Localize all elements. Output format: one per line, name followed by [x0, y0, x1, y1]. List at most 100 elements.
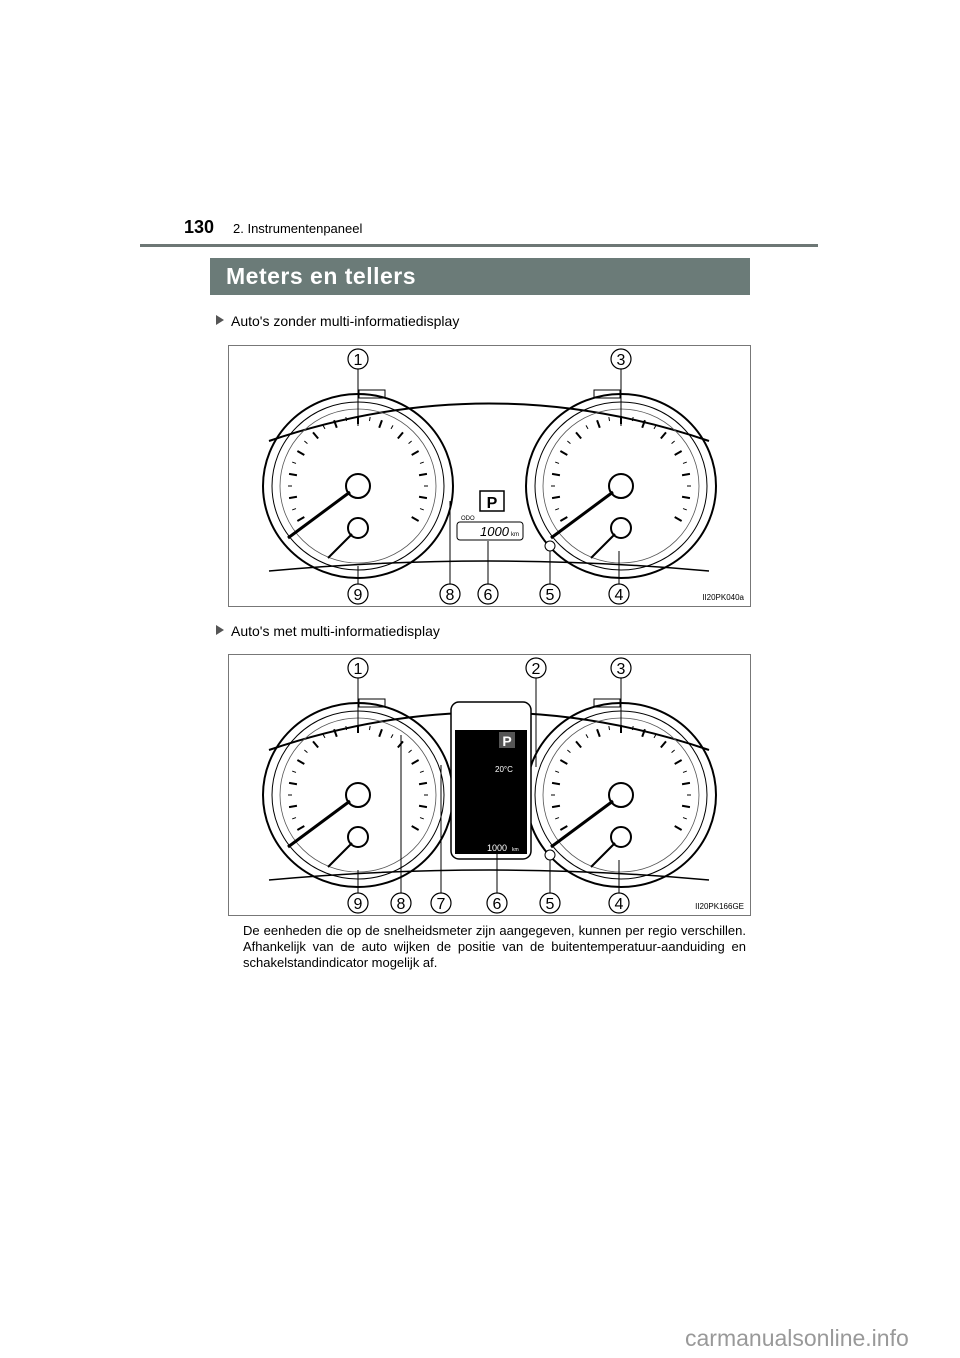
tachometer-tick [559, 759, 568, 765]
speedometer-hub [345, 473, 371, 499]
tachometer-sub-hub [610, 517, 632, 539]
speedometer-tick [345, 416, 348, 422]
tachometer-tick [551, 495, 561, 500]
tachometer-tick [671, 749, 675, 753]
speedometer-tick [292, 508, 297, 511]
speedometer-tick [418, 472, 428, 477]
tachometer-tick [682, 508, 687, 511]
shift-indicator-box [479, 490, 505, 512]
speedometer-tick [419, 508, 424, 511]
tachometer-tick [660, 431, 667, 440]
speedometer-tick [411, 825, 420, 831]
tachometer-needle [550, 799, 614, 849]
speedometer-tick [411, 759, 420, 765]
tachometer-tick [674, 759, 683, 765]
callout-number: 8 [397, 896, 406, 913]
speedometer-sub-needle [327, 533, 353, 559]
tachometer-tick [671, 440, 675, 444]
image-id: II20PK040a [702, 593, 744, 602]
page-title: Meters en tellers [226, 263, 417, 289]
shift-indicator-box [499, 732, 515, 748]
callout-number: 2 [532, 661, 541, 678]
speedometer-tick [345, 725, 348, 731]
callout-circle [610, 348, 632, 370]
tachometer-tick [551, 804, 561, 809]
tachometer-tick [567, 749, 571, 753]
tachometer-tick [575, 740, 582, 749]
tachometer-tick [641, 419, 646, 429]
speedometer-tick [288, 495, 298, 500]
heading-text: Auto's zonder multi-informatiedisplay [231, 313, 460, 329]
callout-number: 1 [354, 661, 363, 678]
tachometer-tick [596, 728, 601, 738]
tachometer-tick [631, 416, 634, 422]
callout-circle [525, 657, 547, 679]
callout-number: 7 [437, 896, 446, 913]
speedometer-tick [378, 419, 383, 429]
speedometer-hub [345, 782, 371, 808]
speedometer-tick [333, 419, 338, 429]
speedometer-tick [296, 516, 305, 522]
callout-circle [608, 583, 630, 605]
tachometer-tick [653, 425, 657, 430]
callout-circle [610, 657, 632, 679]
speedometer-tick [288, 781, 298, 786]
speedometer-tick [296, 759, 305, 765]
callout-circle [439, 583, 461, 605]
cluster-hood [268, 402, 710, 442]
tachometer-tick [585, 734, 589, 739]
odometer-unit: km [511, 532, 519, 538]
speedometer-tick [419, 770, 424, 773]
callout-circle [347, 657, 369, 679]
callout-circle [539, 583, 561, 605]
tachometer-tick [608, 416, 611, 422]
shift-indicator: P [502, 733, 511, 749]
speedometer-tick [408, 440, 412, 444]
speedometer-tick [390, 425, 394, 430]
cluster-bottom [268, 869, 710, 881]
callout-number: 6 [493, 896, 502, 913]
speedometer-tick [288, 472, 298, 477]
speedometer-tick [390, 734, 394, 739]
tachometer-sub-needle [590, 533, 616, 559]
tachometer-tick [682, 461, 687, 464]
callout-circle [477, 583, 499, 605]
callout-circle [347, 892, 369, 914]
speedometer-tick [411, 516, 420, 522]
callout-circle [539, 892, 561, 914]
speedometer-tick [397, 740, 404, 749]
section-title: 2. Instrumentenpaneel [233, 221, 363, 236]
tachometer-tick [559, 450, 568, 456]
speedometer-tick [418, 804, 428, 809]
tachometer-tick [555, 508, 560, 511]
trip-label: ODO [461, 516, 475, 522]
callout-circle [347, 348, 369, 370]
odometer-value: 1000 [487, 843, 507, 853]
tachometer-hub [608, 782, 634, 808]
callout-number: 8 [446, 587, 455, 604]
callout-number: 3 [617, 352, 626, 369]
speedometer-sub-needle [327, 842, 353, 868]
tachometer-tick [674, 450, 683, 456]
speedometer-tick [292, 461, 297, 464]
speedometer-tick [292, 770, 297, 773]
odometer-unit: km [512, 847, 519, 853]
speedometer-tick [312, 740, 319, 749]
speedometer-tick [296, 825, 305, 831]
odo-trip-button [544, 849, 556, 861]
tachometer-tick [555, 770, 560, 773]
speedometer-tick [397, 431, 404, 440]
callout-number: 9 [354, 896, 363, 913]
odometer-value: 1000 [480, 524, 510, 539]
shift-indicator: P [487, 495, 498, 512]
cluster-bottom [268, 560, 710, 572]
tachometer-tick [585, 425, 589, 430]
speedometer-tick [288, 804, 298, 809]
tachometer-tick [567, 440, 571, 444]
speedometer-tick [419, 817, 424, 820]
tachometer-sub-hub [610, 826, 632, 848]
callout-circle [608, 892, 630, 914]
